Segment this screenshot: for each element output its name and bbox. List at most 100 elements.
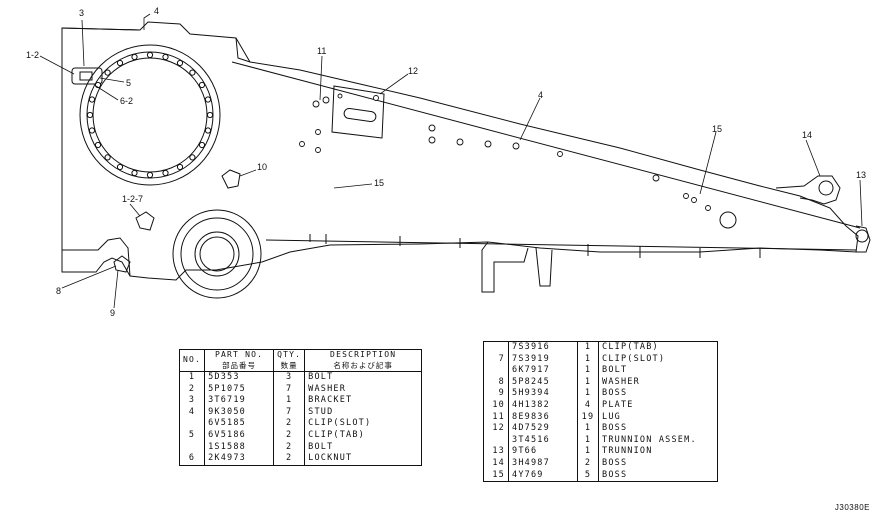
row-qty: 1 (577, 353, 599, 366)
row-description: BOLT (308, 441, 334, 452)
row-description: BOSS (602, 388, 628, 399)
boss-14 (775, 175, 841, 205)
row-qty: 4 (577, 399, 599, 412)
bolt-hole (88, 96, 96, 103)
bolt-hole (131, 169, 138, 177)
row-part-no: 6V5186 (204, 429, 275, 442)
row-description: CLIP(SLOT) (602, 353, 666, 364)
parts-table-left: NO. PART NO. 部品番号 QTY. 数量 DESCRIPTION 名称… (179, 349, 423, 466)
bolt-holes (86, 51, 214, 179)
callout-9: 9 (110, 308, 115, 318)
row-no (179, 418, 206, 430)
header-description-jp: 名称および記事 (333, 360, 393, 370)
bolt-hole (116, 59, 124, 67)
row-part-no: 6V5185 (204, 418, 275, 430)
bolt-hole (198, 141, 206, 149)
row-description: BOSS (602, 423, 628, 434)
callout-14: 14 (802, 130, 812, 140)
row-qty: 1 (577, 376, 599, 389)
callout-4-mid: 4 (538, 90, 543, 100)
row-part-no: 6K7917 (508, 365, 578, 377)
callout-15-right: 15 (712, 124, 722, 134)
row-qty: 7 (273, 406, 306, 419)
header-part-no-jp: 部品番号 (222, 360, 257, 370)
plate-slot (343, 107, 377, 123)
row-description: WASHER (602, 376, 640, 387)
header-part-no: PART NO. 部品番号 (204, 349, 275, 372)
callout-6-2: 6-2 (120, 96, 133, 106)
callout-13: 13 (856, 170, 866, 180)
row-part-no: 8E9836 (508, 411, 578, 424)
callout-15-mid: 15 (374, 178, 384, 188)
row-description: BOSS (602, 457, 628, 468)
row-no (483, 341, 509, 354)
bolt-hole (131, 53, 138, 61)
row-qty: 2 (577, 457, 599, 470)
row-description: CLIP(TAB) (308, 429, 365, 440)
bolt-hole (198, 81, 206, 89)
row-part-no: 9K3050 (204, 406, 275, 419)
bolt-hole (204, 127, 212, 134)
row-no: 9 (483, 388, 509, 400)
row-qty: 2 (273, 441, 306, 454)
bolt-hole (86, 111, 94, 119)
row-part-no: 7S3916 (508, 341, 578, 354)
header-description: DESCRIPTION 名称および記事 (304, 349, 422, 372)
trunnion (855, 225, 871, 253)
row-no: 3 (179, 395, 206, 407)
header-qty-en: QTY. (277, 350, 302, 359)
row-part-no: 7S3919 (508, 353, 578, 366)
row-qty: 1 (577, 341, 599, 354)
row-qty: 2 (273, 418, 306, 430)
row-description: BOSS (602, 469, 628, 480)
row-part-no: 5D353 (204, 371, 275, 384)
bolt-hole (162, 169, 169, 177)
bolt-hole (162, 53, 169, 61)
row-no: 4 (179, 406, 206, 419)
row-no: 7 (483, 353, 509, 366)
table-header: NO. PART NO. 部品番号 QTY. 数量 DESCRIPTION 名称… (179, 349, 422, 372)
bolt-hole (146, 171, 154, 179)
hub-outer (172, 209, 262, 299)
boss-10 (221, 169, 241, 189)
row-no: 11 (483, 411, 509, 424)
bolt-hole (116, 163, 124, 171)
row-no (179, 441, 206, 454)
plate (331, 85, 385, 139)
row-part-no: 4H1382 (508, 399, 578, 412)
row-description: BRACKET (308, 395, 353, 406)
row-no: 14 (483, 457, 509, 470)
row-part-no: 5P8245 (508, 376, 578, 389)
row-description: CLIP(SLOT) (308, 418, 372, 429)
header-description-en: DESCRIPTION (330, 350, 397, 359)
drawing-code: J30380E (834, 503, 870, 512)
row-description: STUD (308, 406, 334, 417)
callout-11: 11 (317, 46, 326, 56)
row-qty: 1 (577, 423, 599, 435)
row-part-no: 5P1075 (204, 383, 275, 396)
bolt-hole (104, 69, 111, 76)
bolt-hole (176, 59, 184, 67)
row-qty: 1 (577, 365, 599, 377)
boss-1-2-7 (135, 211, 155, 231)
sprocket-ring-outer (79, 44, 221, 186)
bolt-hole (206, 111, 214, 119)
clip-assembly (71, 67, 103, 85)
callout-1-2-7: 1-2-7 (122, 194, 143, 204)
row-no: 15 (483, 469, 509, 482)
row-no: 13 (483, 446, 509, 458)
row-part-no: 3T4516 (508, 434, 578, 447)
row-description: LUG (602, 411, 621, 422)
row-qty: 1 (577, 446, 599, 458)
